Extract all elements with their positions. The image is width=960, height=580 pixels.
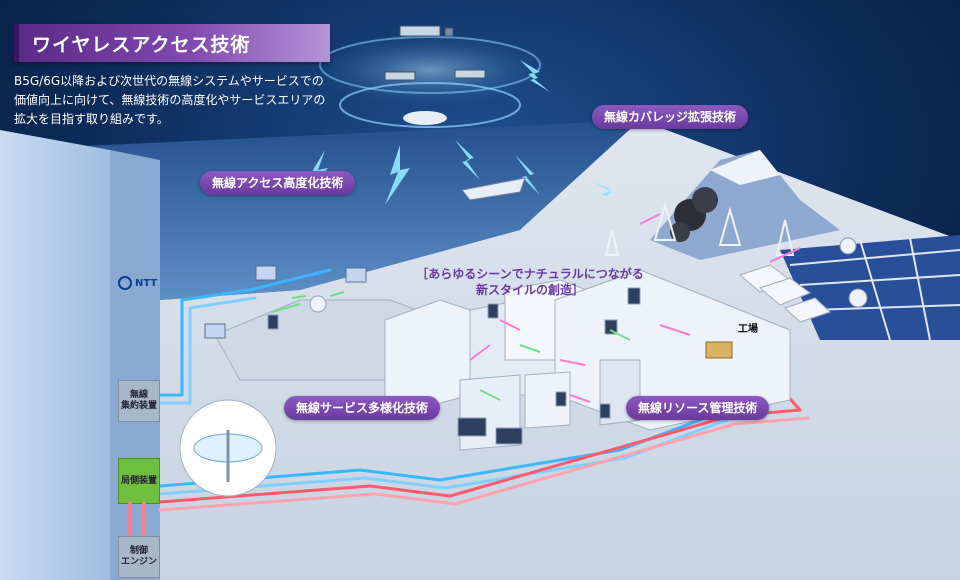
description-line: 拡大を目指す取り組みです。	[14, 112, 169, 126]
title-bar: ワイヤレスアクセス技術	[14, 24, 330, 62]
box-line: 無線	[129, 390, 148, 400]
scene-caption-line: 新スタイルの創造］	[475, 283, 584, 297]
ntt-logo-icon	[118, 276, 132, 290]
scene-caption: ［あらゆるシーンでナチュラルにつながる 新スタイルの創造］	[380, 266, 680, 298]
box-line: 局側装置	[120, 475, 157, 486]
label-access-tech: 無線アクセス高度化技術	[200, 171, 356, 195]
label-service-tech: 無線サービス多様化技術	[284, 396, 441, 420]
ntt-logo-text: NTT	[135, 278, 158, 289]
engine-link-red	[128, 502, 132, 536]
label-resource-tech: 無線リソース管理技術	[626, 396, 770, 420]
box-line: 集約装置	[120, 401, 157, 411]
control-engine-box: 制御 エンジン	[118, 536, 160, 578]
wireless-concentrator-box: 無線 集約装置	[118, 380, 160, 422]
factory-label: 工場	[738, 324, 758, 335]
description-line: 価値向上に向けて、無線技術の高度化やサービスエリアの	[14, 93, 326, 107]
description-line: B5G/6G以降および次世代の無線システムやサービスでの	[14, 74, 324, 88]
page-title: ワイヤレスアクセス技術	[32, 34, 251, 56]
scene-caption-line: ［あらゆるシーンでナチュラルにつながる	[416, 267, 644, 281]
title-accent	[14, 24, 19, 62]
office-equipment-box: 局側装置	[118, 458, 160, 504]
box-line: 制御	[129, 546, 148, 556]
description: B5G/6G以降および次世代の無線システムやサービスでの 価値向上に向けて、無線…	[14, 72, 374, 129]
label-coverage-tech: 無線カバレッジ拡張技術	[592, 105, 749, 129]
engine-link-red	[142, 502, 146, 536]
ntt-logo: NTT	[118, 276, 157, 290]
box-line: エンジン	[120, 557, 157, 567]
